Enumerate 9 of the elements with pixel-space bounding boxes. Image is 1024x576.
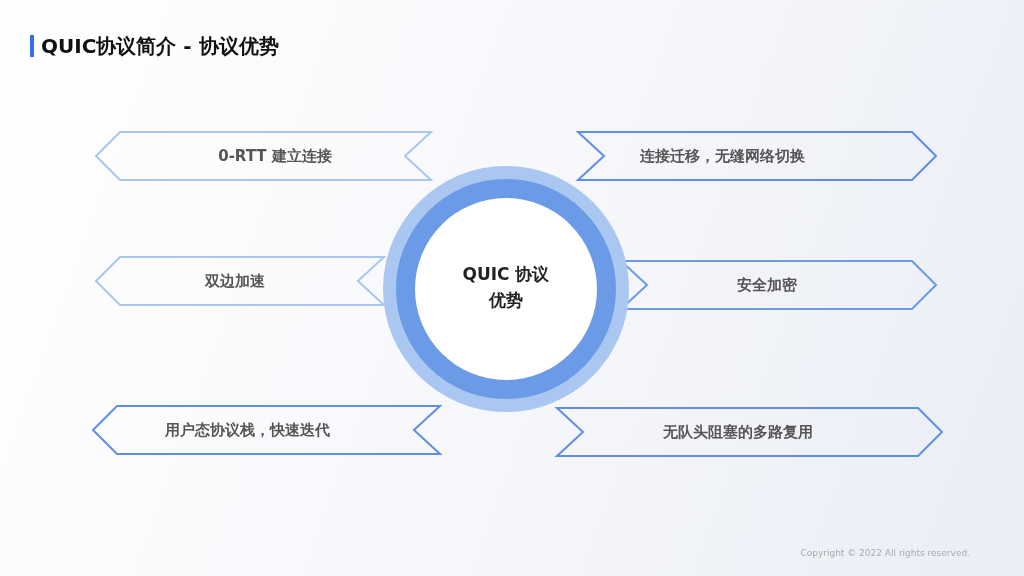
banner-text: 连接迁移，无缝网络切换	[639, 146, 805, 166]
banner-text: 无队头阻塞的多路复用	[663, 422, 813, 442]
banner-text: 双边加速	[205, 271, 265, 291]
circle-text: QUIC 协议优势	[462, 264, 550, 310]
copyright-text: Copyright © 2022 All rights reserved.	[800, 548, 970, 558]
slide-title: QUIC协议简介 - 协议优势	[41, 33, 279, 60]
banner-text: 0-RTT 建立连接	[218, 146, 332, 166]
banner-text: 安全加密	[737, 275, 797, 295]
banner-text: 用户态协议栈，快速迭代	[164, 420, 330, 440]
